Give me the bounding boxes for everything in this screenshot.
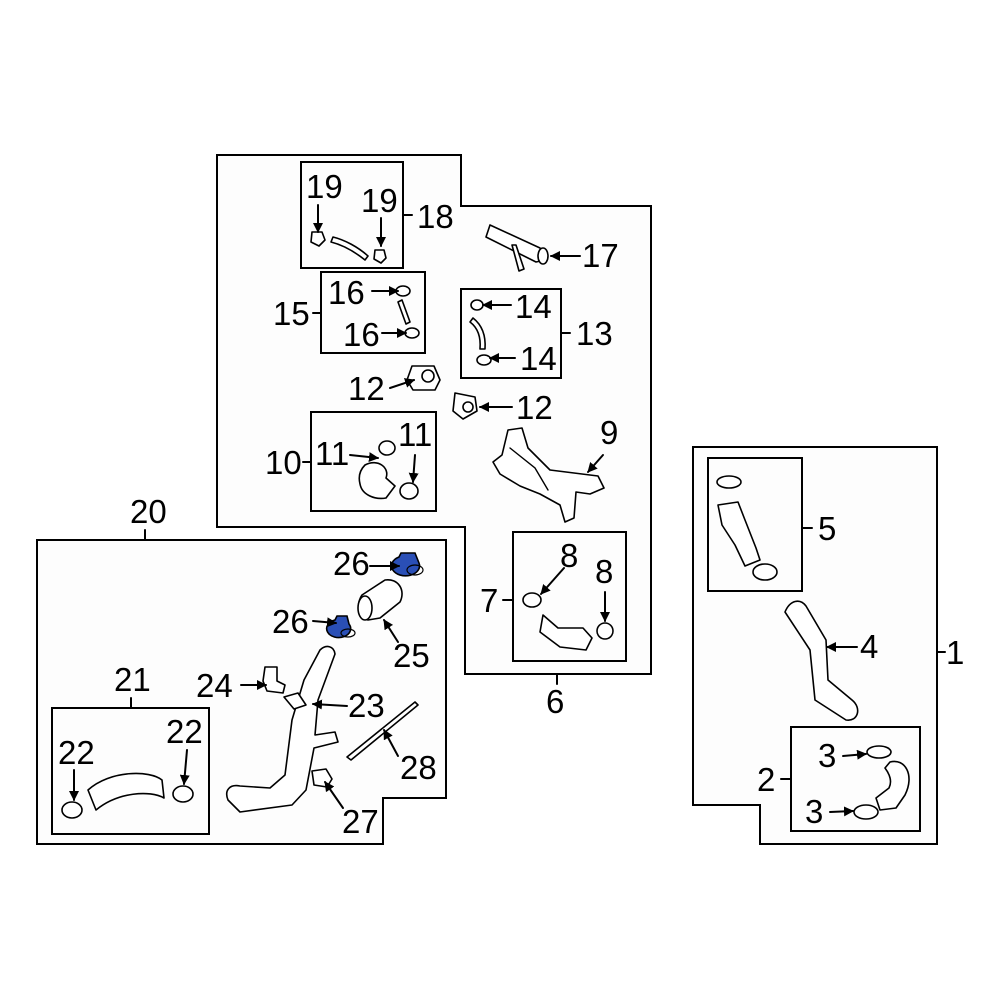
callout-26: 26 xyxy=(272,603,309,640)
callout-16: 16 xyxy=(343,316,380,353)
callout-8: 8 xyxy=(560,537,578,574)
callout-14: 14 xyxy=(515,288,552,325)
part-12-valves xyxy=(406,365,478,420)
part-17-pipe xyxy=(485,224,549,272)
callout-1: 1 xyxy=(946,634,964,671)
part-11-clips-hose xyxy=(358,440,419,500)
callout-21: 21 xyxy=(114,661,151,698)
callout-6: 6 xyxy=(546,683,564,720)
callout-arrows xyxy=(69,204,867,817)
part-9-housing xyxy=(492,427,605,523)
callout-11: 11 xyxy=(315,435,349,472)
part-22-clips-hose xyxy=(61,772,194,819)
callout-19: 19 xyxy=(361,182,398,219)
callout-3: 3 xyxy=(818,737,836,774)
part-23-pipe xyxy=(225,645,339,813)
part-25-pipe xyxy=(357,579,403,621)
callout-4: 4 xyxy=(860,628,878,665)
callout-14: 14 xyxy=(520,340,557,377)
callout-8: 8 xyxy=(595,553,613,590)
callout-26: 26 xyxy=(333,545,370,582)
callout-9: 9 xyxy=(600,414,618,451)
callout-12: 12 xyxy=(348,370,385,407)
callout-2: 2 xyxy=(757,761,775,798)
callout-labels: 1 2 3 3 4 5 6 7 8 8 9 10 11 11 12 12 13 … xyxy=(58,168,964,840)
callout-22: 22 xyxy=(166,713,203,750)
part-5-clips-hose xyxy=(716,475,778,581)
callout-5: 5 xyxy=(818,510,836,547)
callout-17: 17 xyxy=(582,237,619,274)
callout-23: 23 xyxy=(348,687,385,724)
part-28-rod xyxy=(346,701,419,761)
part-4-hose xyxy=(784,600,859,721)
callout-19: 19 xyxy=(306,168,343,205)
callout-18: 18 xyxy=(417,198,454,235)
callout-22: 22 xyxy=(58,734,95,771)
callout-7: 7 xyxy=(480,582,498,619)
callout-16: 16 xyxy=(328,274,365,311)
kit-leader-lines xyxy=(130,214,946,780)
callout-11: 11 xyxy=(398,416,432,453)
part-16-clips xyxy=(395,285,420,339)
frame-assembly-6 xyxy=(216,154,652,675)
callout-12: 12 xyxy=(516,389,553,426)
part-3-clips-hose xyxy=(853,745,910,820)
box-kit-7 xyxy=(512,531,627,662)
part-19-clips xyxy=(310,231,387,264)
callout-13: 13 xyxy=(576,315,613,352)
callout-15: 15 xyxy=(273,295,310,332)
callout-27: 27 xyxy=(342,803,379,840)
callout-25: 25 xyxy=(393,637,430,674)
callout-24: 24 xyxy=(196,667,233,704)
box-kit-5 xyxy=(707,457,803,592)
callout-20: 20 xyxy=(130,493,167,530)
callout-3: 3 xyxy=(805,793,823,830)
callout-10: 10 xyxy=(265,444,302,481)
part-8-clips-hose xyxy=(522,592,614,651)
callout-28: 28 xyxy=(400,749,437,786)
